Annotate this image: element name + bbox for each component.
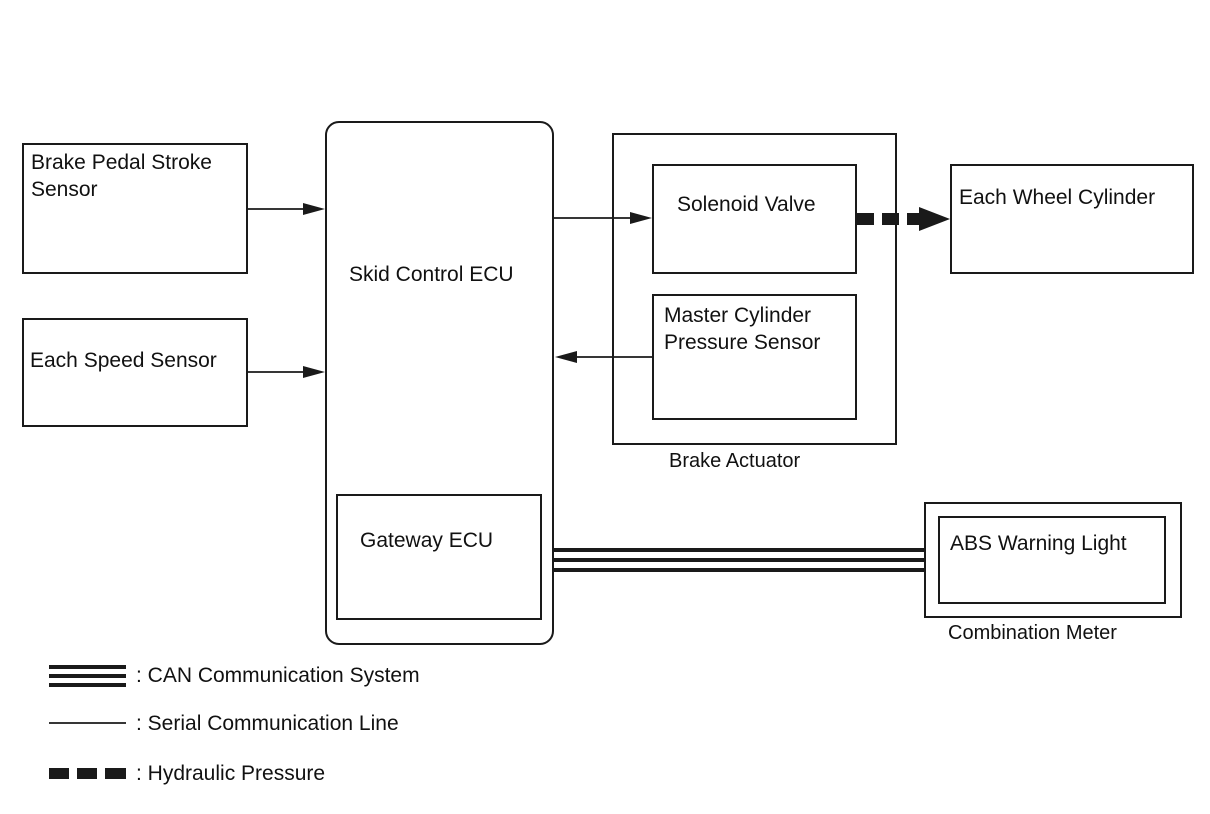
hydraulic-dash-2	[882, 213, 899, 225]
gateway-ecu-label: Gateway ECU	[360, 529, 494, 552]
can-bus-line-1	[554, 548, 924, 552]
gateway-ecu-box	[336, 494, 542, 620]
arrowhead-to-ecu-1	[303, 203, 325, 215]
arrowhead-to-ecu-3	[555, 351, 577, 363]
solenoid-valve-label: Solenoid Valve	[677, 193, 816, 216]
each-speed-sensor-box	[22, 318, 248, 427]
legend-can-line-3	[49, 683, 126, 687]
each-speed-sensor-label: Each Speed Sensor	[30, 349, 217, 372]
master-cylinder-pressure-sensor-box	[652, 294, 857, 420]
each-wheel-cylinder-label: Each Wheel Cylinder	[959, 186, 1156, 209]
skid-control-ecu-label: Skid Control ECU	[349, 263, 514, 286]
can-bus-line-2	[554, 558, 924, 562]
legend-hydraulic-dash-2	[77, 768, 97, 779]
hydraulic-dash-1	[857, 213, 874, 225]
brake-pedal-stroke-sensor-label: Brake Pedal Stroke Sensor	[31, 151, 212, 201]
legend-can-label: : CAN Communication System	[136, 664, 420, 687]
brake-pedal-stroke-sensor-box	[22, 143, 248, 274]
brake-actuator-label: Brake Actuator	[669, 450, 801, 472]
combination-meter-label: Combination Meter	[948, 622, 1117, 644]
arrowhead-to-solenoid	[630, 212, 652, 224]
each-wheel-cylinder-box	[950, 164, 1194, 274]
abs-warning-light-box	[938, 516, 1166, 604]
master-cylinder-pressure-sensor-label: Master Cylinder Pressure Sensor	[664, 304, 821, 354]
legend-can-line-2	[49, 674, 126, 678]
legend-hydraulic-dash-3	[105, 768, 126, 779]
arrowhead-to-ecu-2	[303, 366, 325, 378]
legend-hydraulic-label: : Hydraulic Pressure	[136, 762, 326, 785]
can-bus-line-3	[554, 568, 924, 572]
abs-warning-light-label: ABS Warning Light	[950, 532, 1127, 555]
legend-can-line-1	[49, 665, 126, 669]
legend-hydraulic-dash-1	[49, 768, 69, 779]
legend-serial-label: : Serial Communication Line	[136, 712, 399, 735]
solenoid-valve-box	[652, 164, 857, 274]
hydraulic-arrowhead	[919, 207, 950, 231]
hydraulic-dash-3	[907, 213, 919, 225]
